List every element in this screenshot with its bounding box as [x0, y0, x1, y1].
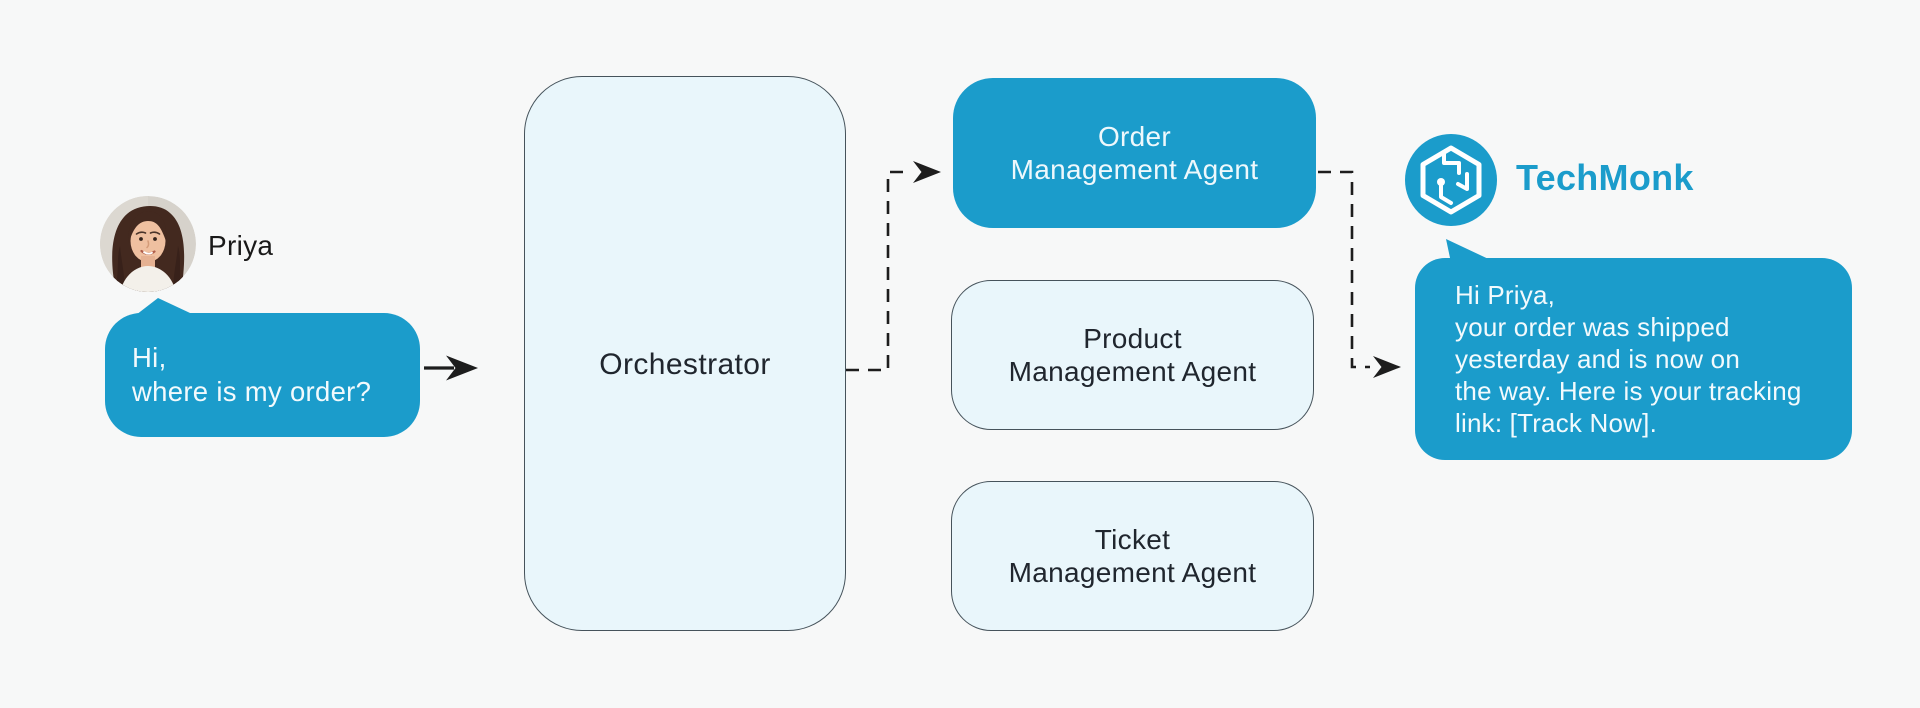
- agent-ticket-label-line-1: Ticket: [1094, 524, 1171, 555]
- agent-ticket-label-line-2: Management Agent: [1008, 557, 1257, 588]
- response-line-4: the way. Here is your tracking: [1455, 376, 1802, 406]
- user-message-line-2: where is my order?: [132, 376, 372, 407]
- agent-box-order-management: Order Management Agent: [953, 78, 1316, 228]
- response-line-5: link: [Track Now].: [1455, 408, 1658, 438]
- arrow-orchestrator-to-order-agent-icon: [846, 161, 941, 372]
- agent-order-label-line-2: Management Agent: [1010, 154, 1259, 185]
- techmonk-logo-icon: [1403, 132, 1499, 228]
- response-line-3: yesterday and is now on: [1455, 344, 1740, 374]
- response-line-2: your order was shipped: [1455, 312, 1730, 342]
- orchestrator-box: Orchestrator: [524, 76, 846, 631]
- agent-box-product-management: Product Management Agent: [951, 280, 1314, 430]
- orchestrator-label: Orchestrator: [599, 347, 771, 381]
- avatar: [100, 196, 196, 292]
- response-line-1: Hi Priya,: [1455, 280, 1556, 310]
- user-message-bubble: Hi, where is my order?: [105, 313, 420, 437]
- agent-box-ticket-management: Ticket Management Agent: [951, 481, 1314, 631]
- brand-name-label: TechMonk: [1516, 157, 1694, 198]
- arrow-user-to-orchestrator-icon: [424, 355, 478, 381]
- user-name-label: Priya: [208, 230, 274, 261]
- agent-product-label-line-1: Product: [1083, 323, 1182, 354]
- avatar-photo-icon: [100, 196, 196, 292]
- agent-order-label-line-1: Order: [1097, 121, 1172, 152]
- agent-product-label-line-2: Management Agent: [1008, 356, 1257, 387]
- response-message-bubble: Hi Priya, your order was shipped yesterd…: [1415, 258, 1852, 460]
- arrow-order-agent-to-response-icon: [1318, 170, 1401, 378]
- user-message-line-1: Hi,: [132, 342, 167, 373]
